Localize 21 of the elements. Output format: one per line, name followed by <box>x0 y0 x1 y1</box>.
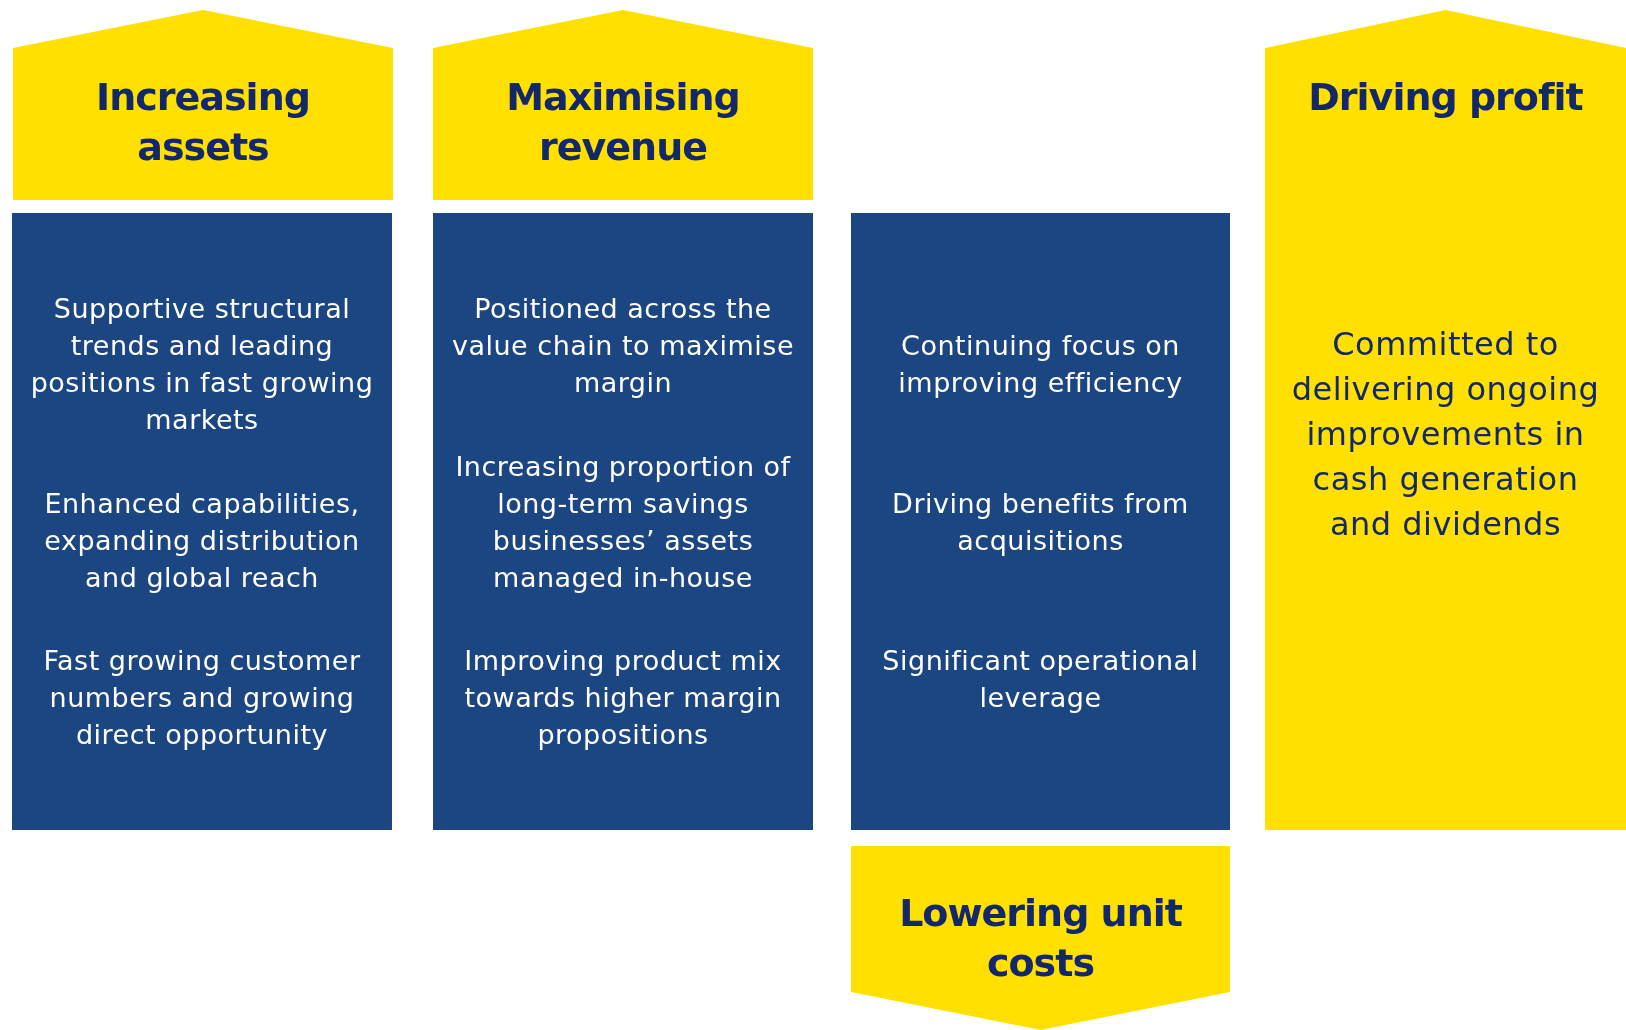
heading: Driving profit <box>1307 74 1584 121</box>
body-text: Positioned across the value chain to maximise margin <box>451 291 795 400</box>
text-panel <box>12 213 392 830</box>
heading: Lowering unit costs <box>898 890 1183 987</box>
body-text: Fast growing customer numbers and growing direct opportunity <box>42 644 362 753</box>
heading: Maximising revenue <box>505 74 741 171</box>
up-arrow-banner <box>13 10 393 200</box>
text-panel <box>851 213 1230 830</box>
down-arrow-banner <box>851 846 1230 1030</box>
body-text: Increasing proportion of long-term savings businesses’ assets managed in-house <box>454 449 792 595</box>
body-text: Significant operational leverage <box>881 644 1200 716</box>
text-panel <box>433 213 813 830</box>
body-text: Improving product mix towards higher margin propositions <box>463 644 783 753</box>
body-text: Enhanced capabilities, expanding distribution and global reach <box>43 486 361 595</box>
up-arrow-banner <box>1265 10 1626 830</box>
up-arrow-banner <box>433 10 813 200</box>
body-text: Committed to delivering ongoing improvements in cash generation and dividends <box>1290 324 1601 545</box>
body-text: Driving benefits from acquisitions <box>891 486 1190 558</box>
body-text: Continuing focus on improving efficiency <box>897 328 1184 400</box>
heading: Increasing assets <box>95 74 311 171</box>
body-text: Supportive structural trends and leading positions in fast growing markets <box>30 291 374 437</box>
